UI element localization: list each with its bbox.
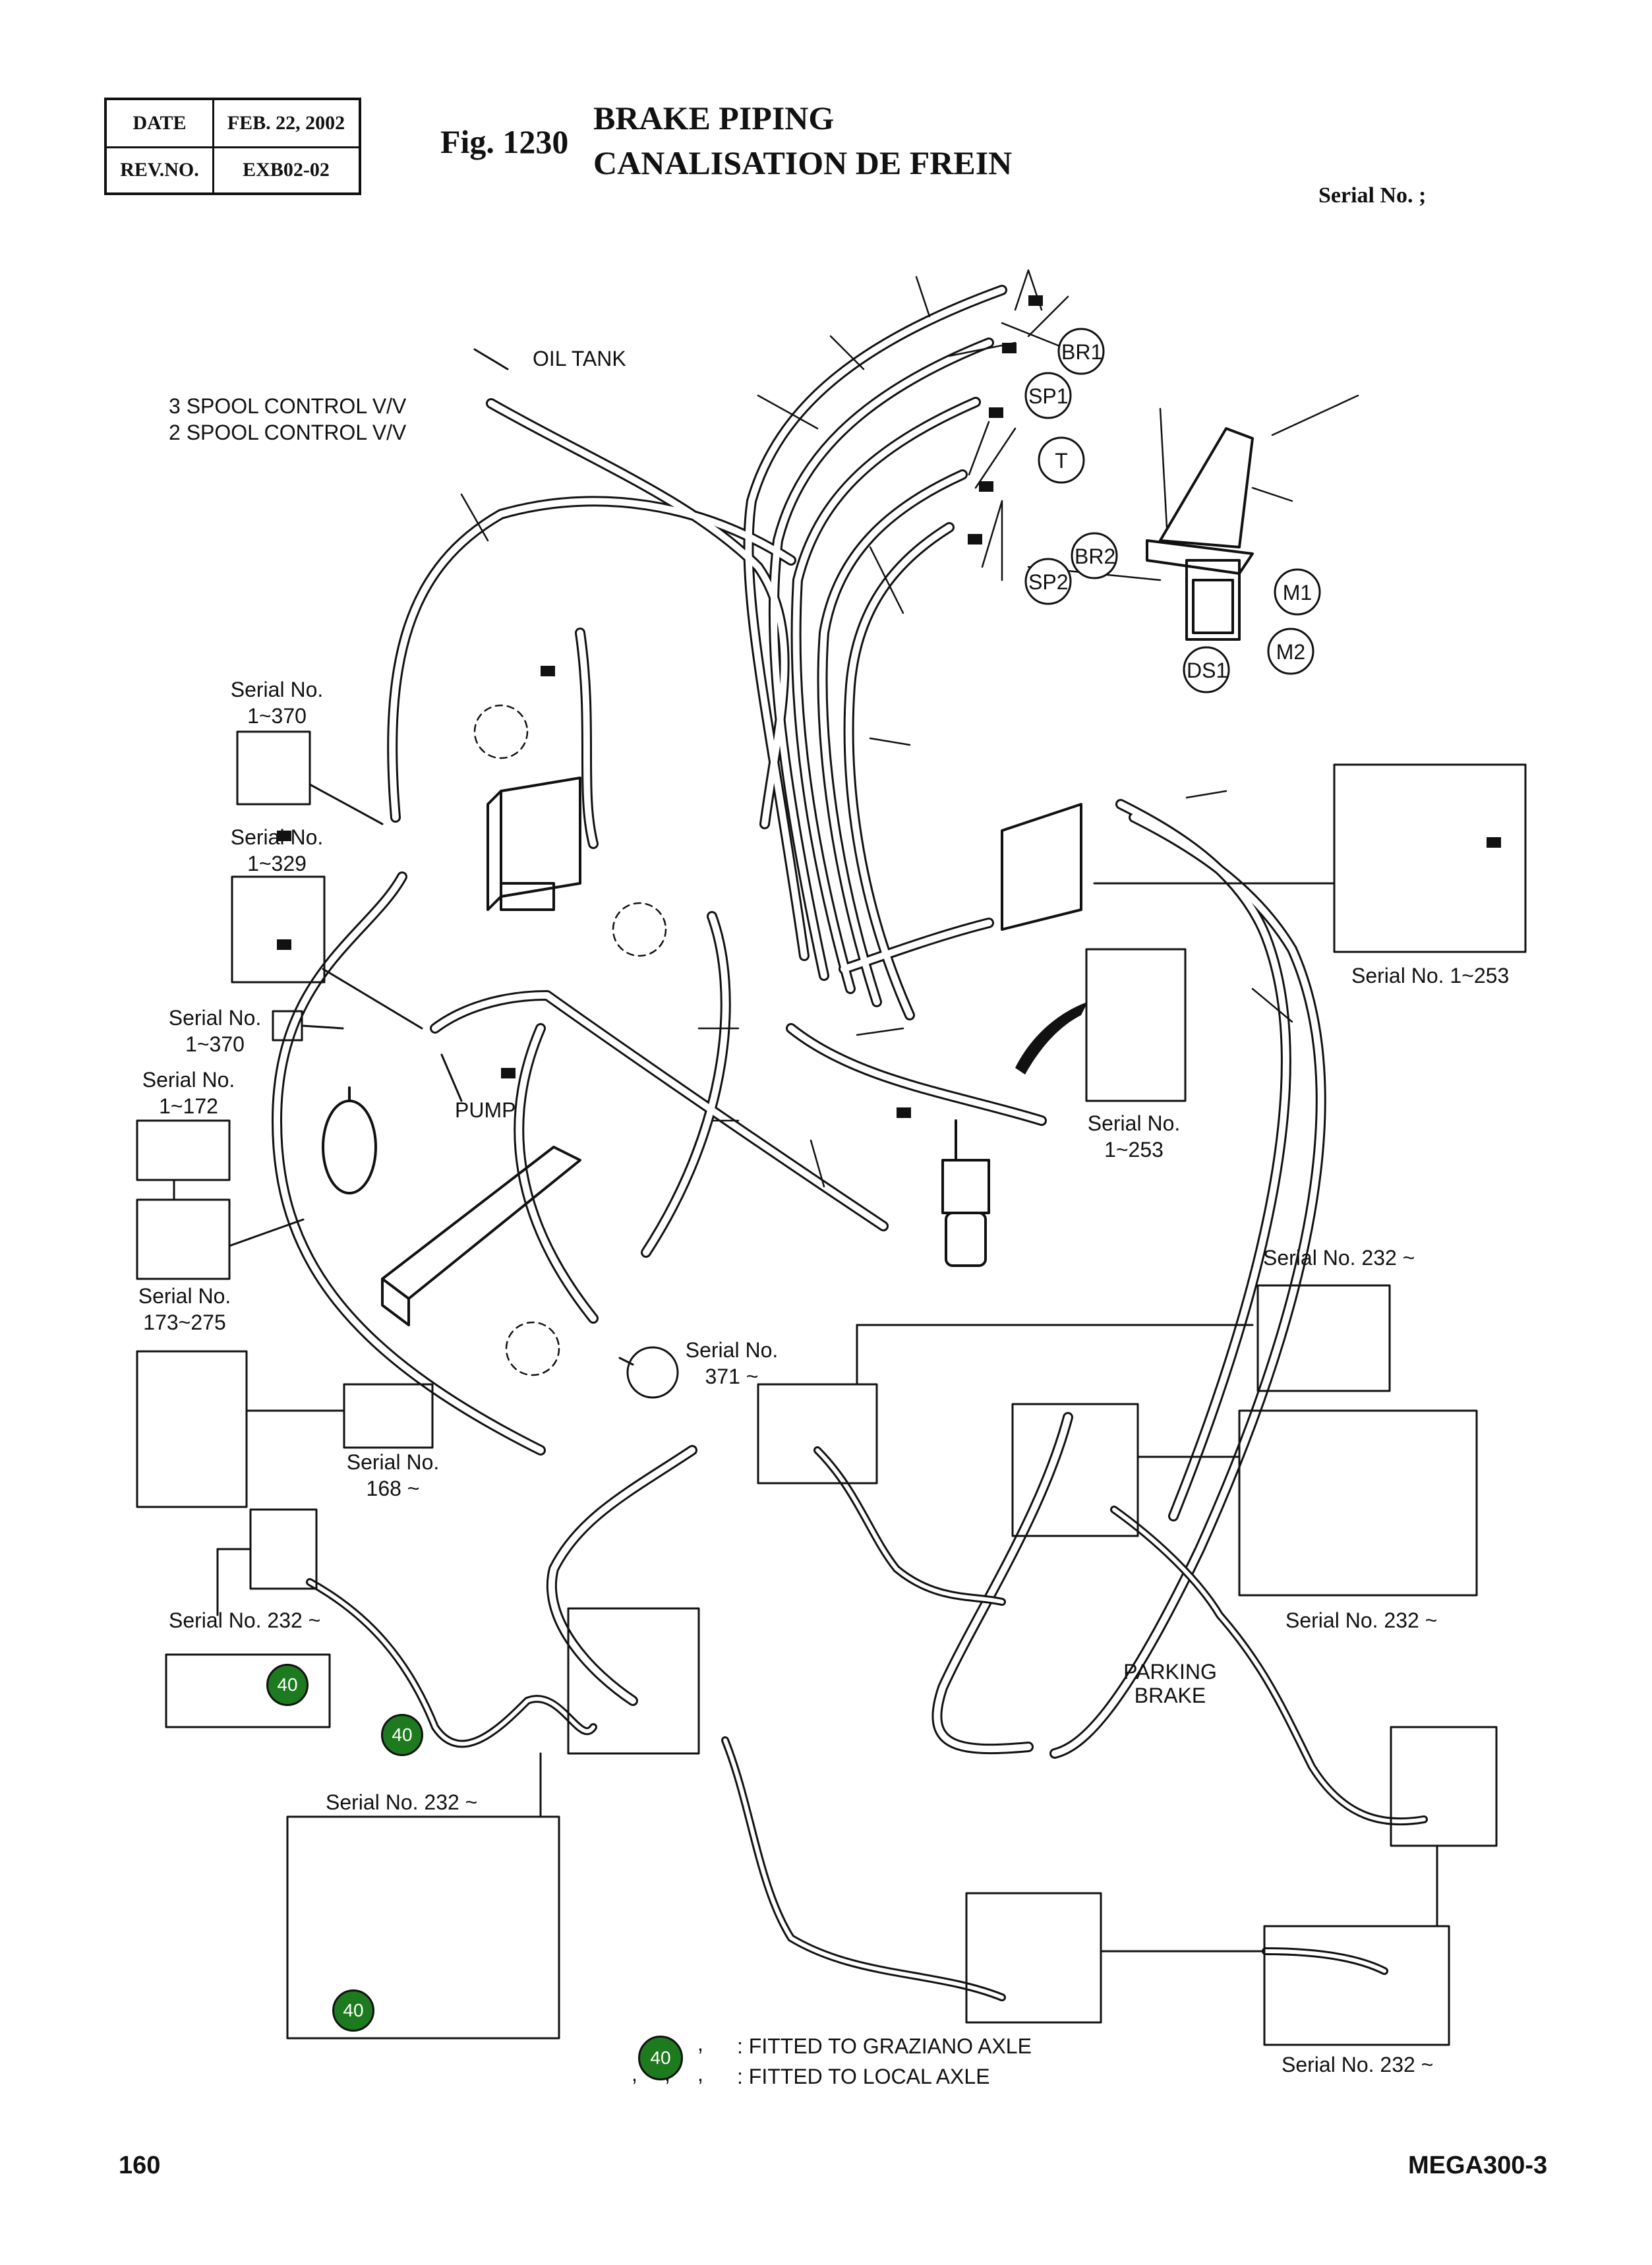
date-label: DATE	[107, 100, 214, 146]
legend-badge-40: 40	[638, 2036, 683, 2080]
serial-note-12: Serial No. 232 ~	[169, 1608, 321, 1632]
serial-note-9: Serial No.1~253	[1087, 1111, 1181, 1162]
legend-comma: ,	[664, 2062, 670, 2086]
badge-40: 40	[332, 1989, 374, 2032]
legend-graziano: : FITTED TO GRAZIANO AXLE	[737, 2034, 1032, 2058]
title-french: CANALISATION DE FREIN	[593, 144, 1013, 181]
port-sp1: SP1	[1028, 384, 1069, 408]
legend-comma: ,	[697, 2062, 703, 2086]
parking-brake-label-1: PARKING	[1123, 1660, 1217, 1684]
legend-local: : FITTED TO LOCAL AXLE	[737, 2065, 990, 2088]
serial-note-14: Serial No. 232 ~	[1282, 2053, 1434, 2076]
date-value: FEB. 22, 2002	[227, 112, 345, 134]
legend-comma: ,	[697, 2032, 703, 2055]
revision-row: REV.NO. EXB02-02	[107, 147, 359, 193]
port-m1: M1	[1282, 581, 1313, 604]
spool3-label: 3 SPOOL CONTROL V/V	[169, 394, 407, 418]
serial-note-3: Serial No.1~370	[168, 1006, 262, 1056]
port-m2: M2	[1276, 640, 1306, 664]
revision-value: EXB02-02	[243, 159, 330, 181]
port-br2: BR2	[1075, 544, 1116, 568]
port-ds1: DS1	[1187, 659, 1228, 682]
parking-brake-label-2: BRAKE	[1134, 1684, 1206, 1707]
badge-40: 40	[266, 1664, 309, 1706]
legend-comma: ,	[632, 2062, 637, 2086]
title-english: BRAKE PIPING	[593, 100, 835, 136]
serial-note-13: Serial No. 232 ~	[326, 1790, 478, 1814]
port-t: T	[1055, 449, 1068, 473]
serial-note-8: Serial No. 1~253	[1351, 964, 1510, 987]
revision-table: DATE FEB. 22, 2002 REV.NO. EXB02-02	[104, 98, 361, 195]
page-number: 160	[119, 2152, 161, 2179]
hose-oil-tank	[486, 398, 790, 829]
serial-note-2: Serial No.1~329	[230, 825, 324, 875]
pump-label: PUMP	[455, 1098, 516, 1122]
serial-note-1: Serial No.1~370	[230, 678, 324, 728]
oil-tank-label: OIL TANK	[533, 347, 626, 370]
serial-note-4: Serial No.1~172	[142, 1068, 235, 1118]
serial-note-10: Serial No. 232 ~	[1263, 1246, 1415, 1270]
port-sp2: SP2	[1028, 570, 1069, 594]
serial-note-6: Serial No.168 ~	[346, 1450, 440, 1500]
revision-label: REV.NO.	[107, 147, 214, 193]
model-name: MEGA300-3	[1408, 2152, 1548, 2179]
serial-note-7: Serial No.371 ~	[685, 1338, 779, 1388]
figure-number: Fig. 1230	[440, 123, 569, 160]
serial-header: Serial No. ;	[1318, 183, 1427, 208]
serial-note-11: Serial No. 232 ~	[1285, 1608, 1438, 1632]
port-br1: BR1	[1061, 340, 1103, 364]
spool2-label: 2 SPOOL CONTROL V/V	[169, 421, 407, 444]
badge-40: 40	[381, 1714, 423, 1756]
brake-pedal	[1159, 427, 1254, 548]
date-row: DATE FEB. 22, 2002	[107, 100, 359, 148]
serial-note-5: Serial No.173~275	[138, 1284, 231, 1334]
